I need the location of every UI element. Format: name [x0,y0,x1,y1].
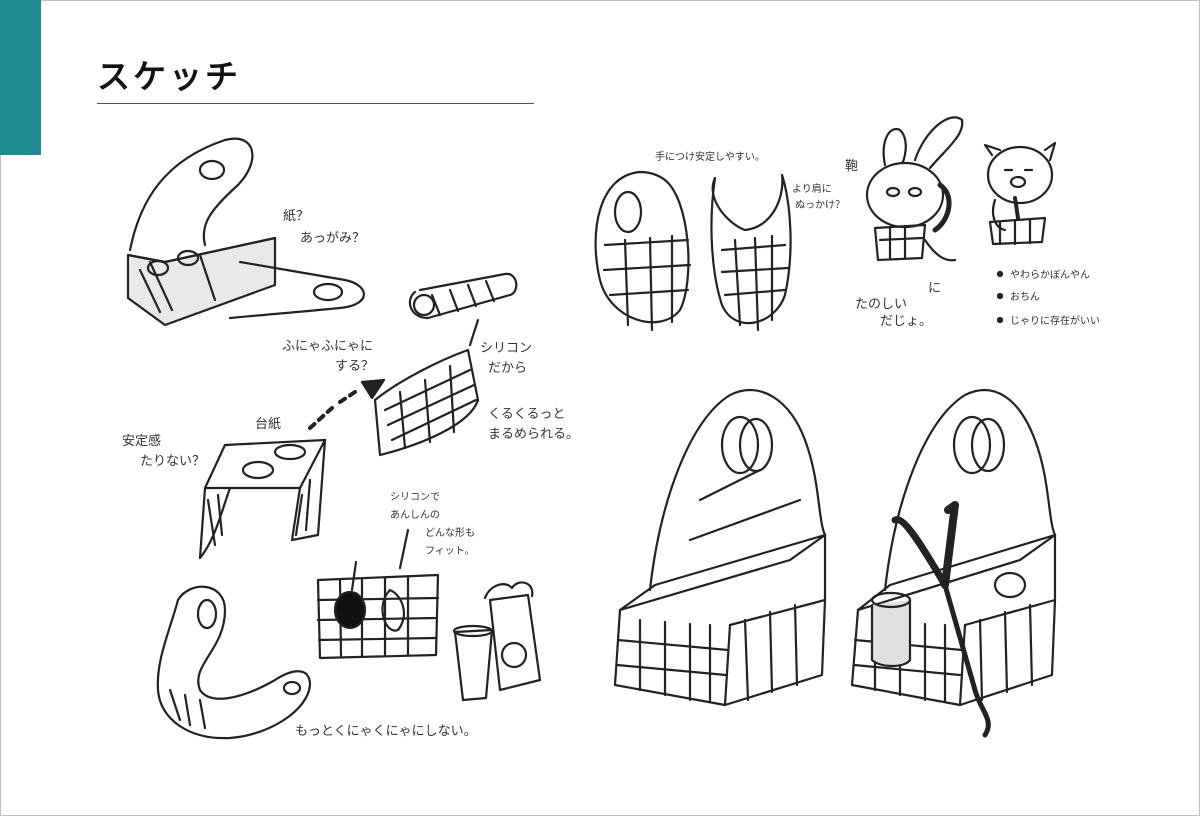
folded-holder-sketch [126,137,365,327]
svg-text:シリコン: シリコン [480,341,532,356]
rabbit-character-sketch [865,116,964,262]
svg-text:じゃりに存在がいい: じゃりに存在がいい [1010,314,1100,327]
oval-holder-front-sketch [594,170,692,332]
rolled-silicone-sketch [408,272,518,347]
svg-text:たりない？: たりない？ [140,454,205,469]
svg-text:鞄: 鞄 [845,159,858,174]
oval-holder-back-sketch [710,173,792,332]
svg-text:くるくるっと: くるくるっと [488,407,565,422]
svg-text:もっとくにゃくにゃにしない。: もっとくにゃくにゃにしない。 [295,724,477,739]
svg-text:やわらかぼんやん: やわらかぼんやん [1010,269,1090,281]
silicone-mat-sketch [373,348,480,457]
grid-mat-sketch [316,528,440,660]
svg-text:あんしんの: あんしんの [390,509,440,521]
wire-frame-holder-sketch-1 [613,389,827,707]
page-title: スケッチ [97,57,241,96]
title-underline [97,103,534,104]
svg-text:ぬっかけ？: ぬっかけ？ [795,199,845,211]
svg-text:まるめられる。: まるめられる。 [488,427,579,442]
svg-text:だから: だから [488,361,527,376]
accent-tab [0,0,41,155]
svg-text:手につけ安定しやすい。: 手につけ安定しやすい。 [655,150,765,163]
svg-text:安定感: 安定感 [122,433,161,449]
svg-text:だじょ。: だじょ。 [880,314,932,329]
svg-text:たのしい: たのしい [855,297,907,312]
annotation-notes: 紙？ あっがみ？ ふにゃふにゃに する？ シリコン だから くるくるっと まるめ… [122,150,1100,739]
stand-holder-sketch [198,438,327,560]
svg-text:より肩に: より肩に [792,182,832,195]
drink-popcorn-sketch [452,581,542,702]
curved-holder-sketch [156,585,312,740]
svg-text:する？: する？ [335,359,374,374]
svg-text:おちん: おちん [1010,291,1040,303]
sketch-strokes [126,116,1057,740]
wire-frame-holder-sketch-2 [850,389,1057,738]
svg-text:ふにゃふにゃに: ふにゃふにゃに [282,339,373,354]
svg-text:あっがみ？: あっがみ？ [300,231,365,246]
svg-text:台紙: 台紙 [255,417,281,432]
svg-text:フィット。: フィット。 [425,546,475,557]
svg-text:どんな形も: どんな形も [425,527,475,539]
pig-character-sketch [983,141,1057,246]
svg-text:シリコンで: シリコンで [390,492,440,503]
svg-text:に: に [928,281,941,296]
svg-text:紙？: 紙？ [283,209,309,224]
